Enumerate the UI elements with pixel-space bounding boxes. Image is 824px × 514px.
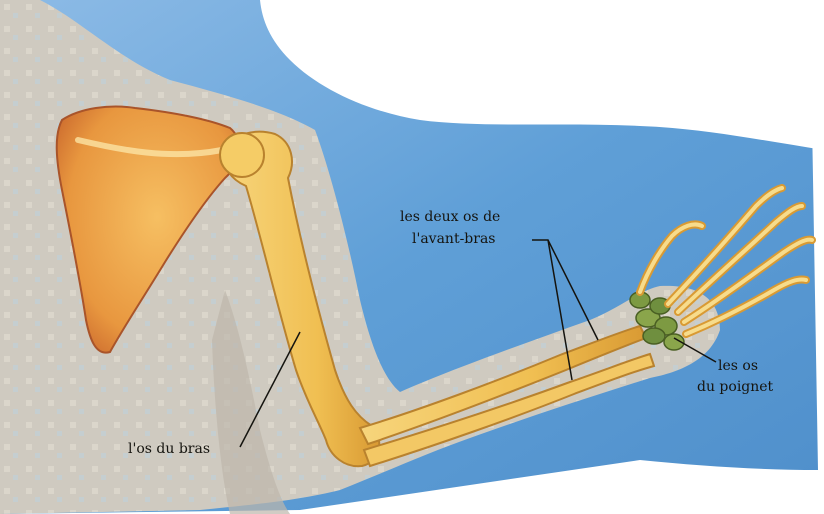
forearm-label-line2: l'avant-bras — [412, 229, 496, 249]
wrist-label-line2: du poignet — [697, 377, 773, 397]
humerus-label: l'os du bras — [128, 439, 210, 459]
wrist-label-line1: les os — [718, 356, 758, 376]
humerus-head — [220, 133, 264, 177]
forearm-label-line1: les deux os de — [400, 207, 500, 227]
